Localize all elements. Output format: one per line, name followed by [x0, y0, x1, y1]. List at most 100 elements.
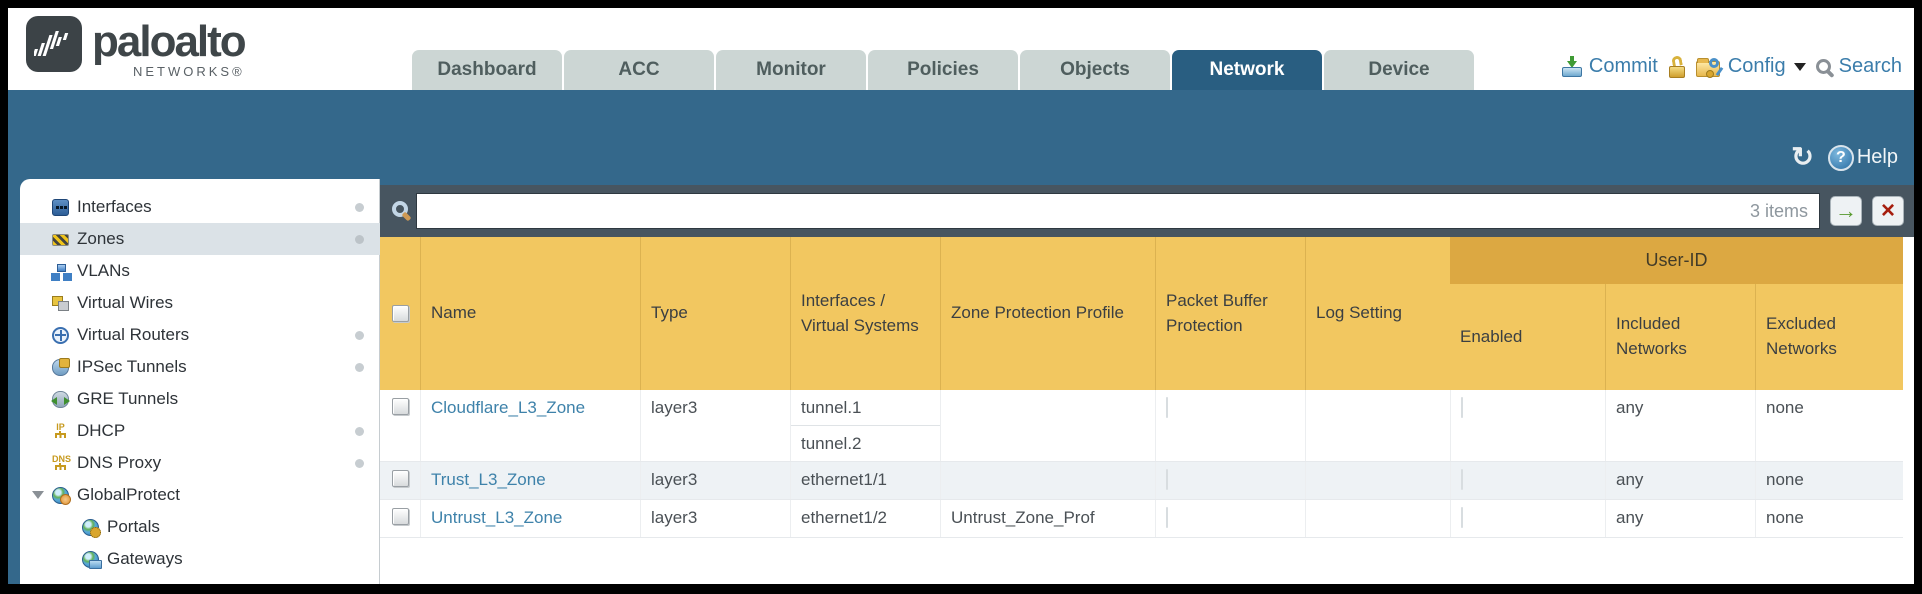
virtual-wires-icon [52, 295, 69, 312]
sidebar-item-ipsec-tunnels[interactable]: IPSec Tunnels [20, 351, 380, 383]
sidebar-item-zones[interactable]: Zones [20, 223, 380, 255]
config-menu-button[interactable]: Config [1695, 55, 1806, 78]
sidebar-item-portals[interactable]: Portals [20, 511, 380, 543]
included-networks: any [1605, 390, 1755, 461]
gre-tunnels-icon [51, 390, 70, 408]
zone-type: layer3 [640, 500, 790, 537]
user-id-column-group: User-ID Enabled Included Networks Exclud… [1450, 237, 1903, 390]
filter-input[interactable] [416, 193, 1820, 229]
status-dot [355, 363, 364, 372]
search-icon [1815, 59, 1831, 74]
zone-protection-profile: Untrust_Zone_Prof [940, 500, 1155, 537]
zone-name-link[interactable]: Trust_L3_Zone [431, 470, 546, 489]
row-checkbox[interactable] [391, 470, 409, 487]
sidebar-item-label: DHCP [77, 421, 126, 440]
help-button[interactable]: ? Help [1827, 144, 1898, 171]
column-header-log-setting[interactable]: Log Setting [1305, 237, 1450, 390]
clear-filter-button[interactable]: × [1872, 196, 1904, 226]
column-header-zone-protection[interactable]: Zone Protection Profile [940, 237, 1155, 390]
column-header-interfaces[interactable]: Interfaces / Virtual Systems [790, 237, 940, 390]
table-row: Trust_L3_Zone layer3 ethernet1/1 any non… [380, 462, 1903, 500]
tab-objects[interactable]: Objects [1020, 50, 1170, 90]
lock-icon[interactable] [1668, 54, 1686, 78]
search-label: Search [1838, 55, 1902, 77]
user-id-group-header: User-ID [1450, 237, 1903, 284]
search-button[interactable]: Search [1815, 55, 1902, 78]
sidebar-item-interfaces[interactable]: Interfaces [20, 191, 380, 223]
brand-name: paloalto [92, 17, 247, 66]
select-all-checkbox[interactable] [391, 305, 409, 322]
user-id-enabled-checkbox[interactable] [1461, 469, 1463, 490]
sidebar-item-label: Zones [77, 229, 125, 248]
column-header-included-networks[interactable]: Included Networks [1605, 284, 1755, 390]
zone-interface: tunnel.1 [791, 390, 940, 426]
zone-interface: ethernet1/2 [801, 508, 888, 527]
log-setting [1305, 390, 1450, 461]
sidebar-item-dns-proxy[interactable]: DNS DNS Proxy [20, 447, 380, 479]
tab-policies[interactable]: Policies [868, 50, 1018, 90]
packet-buffer-checkbox[interactable] [1166, 397, 1168, 418]
brand-subtitle: NETWORKS® [132, 64, 245, 79]
status-dot [355, 459, 364, 468]
user-id-enabled-checkbox[interactable] [1461, 397, 1463, 418]
included-networks: any [1605, 500, 1755, 537]
config-label: Config [1727, 55, 1786, 77]
sidebar-item-virtual-routers[interactable]: Virtual Routers [20, 319, 380, 351]
tab-monitor[interactable]: Monitor [716, 50, 866, 90]
collapse-expander-icon[interactable] [32, 491, 44, 499]
status-dot [355, 427, 364, 436]
help-label: Help [1856, 146, 1898, 168]
tab-device[interactable]: Device [1324, 50, 1474, 90]
sidebar-item-label: GRE Tunnels [77, 389, 179, 408]
zone-name-link[interactable]: Cloudflare_L3_Zone [431, 398, 586, 417]
sidebar-item-globalprotect[interactable]: GlobalProtect [20, 479, 380, 511]
sidebar-item-dhcp[interactable]: IP DHCP [20, 415, 380, 447]
sidebar-item-label: IPSec Tunnels [77, 357, 187, 376]
sidebar-item-virtual-wires[interactable]: Virtual Wires [20, 287, 380, 319]
sidebar-item-gre-tunnels[interactable]: GRE Tunnels [20, 383, 380, 415]
status-dot [355, 235, 364, 244]
virtual-routers-icon [52, 326, 69, 344]
zone-protection-profile [940, 462, 1155, 499]
zone-protection-profile [940, 390, 1155, 461]
teal-banner: ↻ ? Help [8, 90, 1914, 179]
apply-filter-button[interactable]: → [1830, 196, 1862, 226]
user-id-enabled-checkbox[interactable] [1461, 507, 1463, 528]
zone-name-link[interactable]: Untrust_L3_Zone [431, 508, 563, 527]
log-setting [1305, 500, 1450, 537]
sidebar-item-gateways[interactable]: Gateways [20, 543, 380, 575]
green-arrow-icon: → [1835, 198, 1857, 223]
row-checkbox[interactable] [391, 508, 409, 525]
column-header-name[interactable]: Name [420, 237, 640, 390]
commit-button[interactable]: Commit [1561, 55, 1658, 78]
filter-search-icon [392, 201, 408, 217]
header-utilities: Commit Config Search [1561, 54, 1902, 78]
sidebar-item-label: Portals [107, 517, 160, 536]
config-icon [1695, 56, 1724, 78]
column-header-excluded-networks[interactable]: Excluded Networks [1755, 284, 1903, 390]
tab-acc[interactable]: ACC [564, 50, 714, 90]
pulse-glyph [34, 31, 69, 56]
paloalto-logo: paloalto NETWORKS® [26, 16, 247, 79]
sidebar-item-vlans[interactable]: VLANs [20, 255, 380, 287]
tab-network[interactable]: Network [1172, 50, 1322, 90]
commit-icon [1561, 56, 1583, 77]
vlans-icon [52, 263, 69, 280]
top-header: paloalto NETWORKS® Dashboard ACC Monitor… [8, 8, 1914, 90]
globalprotect-icon [52, 486, 71, 505]
packet-buffer-checkbox[interactable] [1166, 507, 1168, 528]
column-header-enabled[interactable]: Enabled [1460, 326, 1523, 346]
table-row: Cloudflare_L3_Zone layer3 tunnel.1 tunne… [380, 390, 1903, 462]
included-networks: any [1605, 462, 1755, 499]
network-sidebar: Interfaces Zones VLANs Virtual Wires [20, 179, 380, 584]
packet-buffer-checkbox[interactable] [1166, 469, 1168, 490]
help-icon: ? [1827, 144, 1854, 171]
column-header-type[interactable]: Type [640, 237, 790, 390]
row-checkbox[interactable] [391, 398, 409, 415]
select-all-cell [380, 237, 420, 390]
refresh-icon[interactable]: ↻ [1791, 142, 1814, 172]
column-header-packet-buffer[interactable]: Packet Buffer Protection [1155, 237, 1305, 390]
tab-dashboard[interactable]: Dashboard [412, 50, 562, 90]
filter-bar: 3 items → × [380, 185, 1914, 237]
